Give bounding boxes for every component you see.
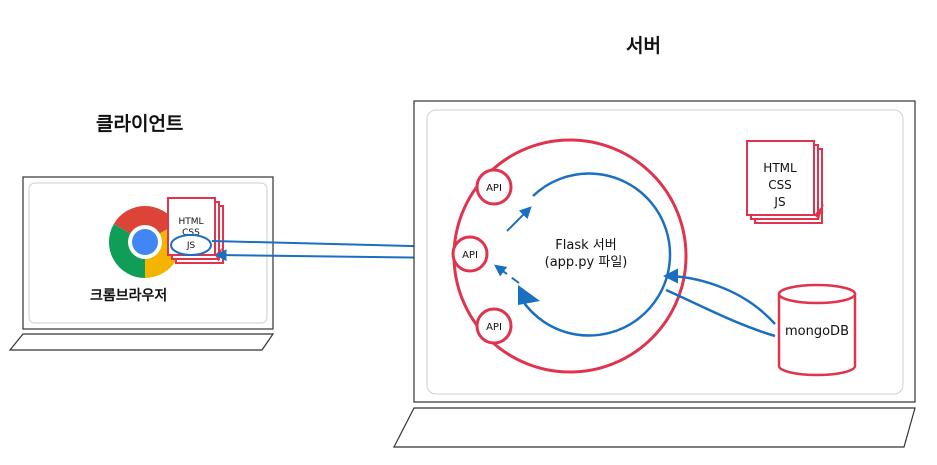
mongodb-database-icon [777, 283, 857, 377]
db-return-arrow [665, 288, 776, 338]
client-file-html: HTML [178, 217, 203, 227]
browser-label: 크롬브라우저 [90, 288, 167, 304]
cycle-arrowhead [518, 285, 540, 305]
js-highlight-ellipse [170, 234, 212, 256]
api-node-top-label: API [486, 183, 502, 194]
api-node-top [475, 168, 513, 206]
server-keyboard [393, 407, 916, 448]
mongodb-label: mongoDB [785, 324, 849, 339]
client-file-css: CSS [182, 228, 200, 238]
client-laptop-keyboard [8, 333, 275, 351]
flask-to-api-arrow [494, 264, 520, 284]
client-file-js: JS [186, 241, 196, 251]
server-file-css: CSS [768, 178, 792, 192]
api-node-middle-label: API [462, 250, 478, 261]
server-file-js: JS [773, 195, 785, 209]
db-loop-arrow [663, 268, 776, 325]
server-machine [393, 100, 916, 448]
api-node-bottom [475, 307, 513, 345]
flask-cycle-arc [520, 172, 672, 337]
response-arrow [214, 249, 451, 262]
flask-server-label: Flask 서버 [555, 238, 616, 253]
server-title: 서버 [626, 35, 661, 57]
flask-file-label: (app.py 파일) [545, 255, 628, 270]
server-file-stack-icon [746, 140, 824, 224]
api-node-bottom-label: API [486, 322, 502, 333]
request-arrow [211, 240, 454, 253]
server-file-html: HTML [763, 161, 797, 175]
client-title: 클라이언트 [96, 113, 184, 135]
api-to-flask-arrow [506, 206, 532, 232]
api-node-middle [451, 235, 489, 273]
